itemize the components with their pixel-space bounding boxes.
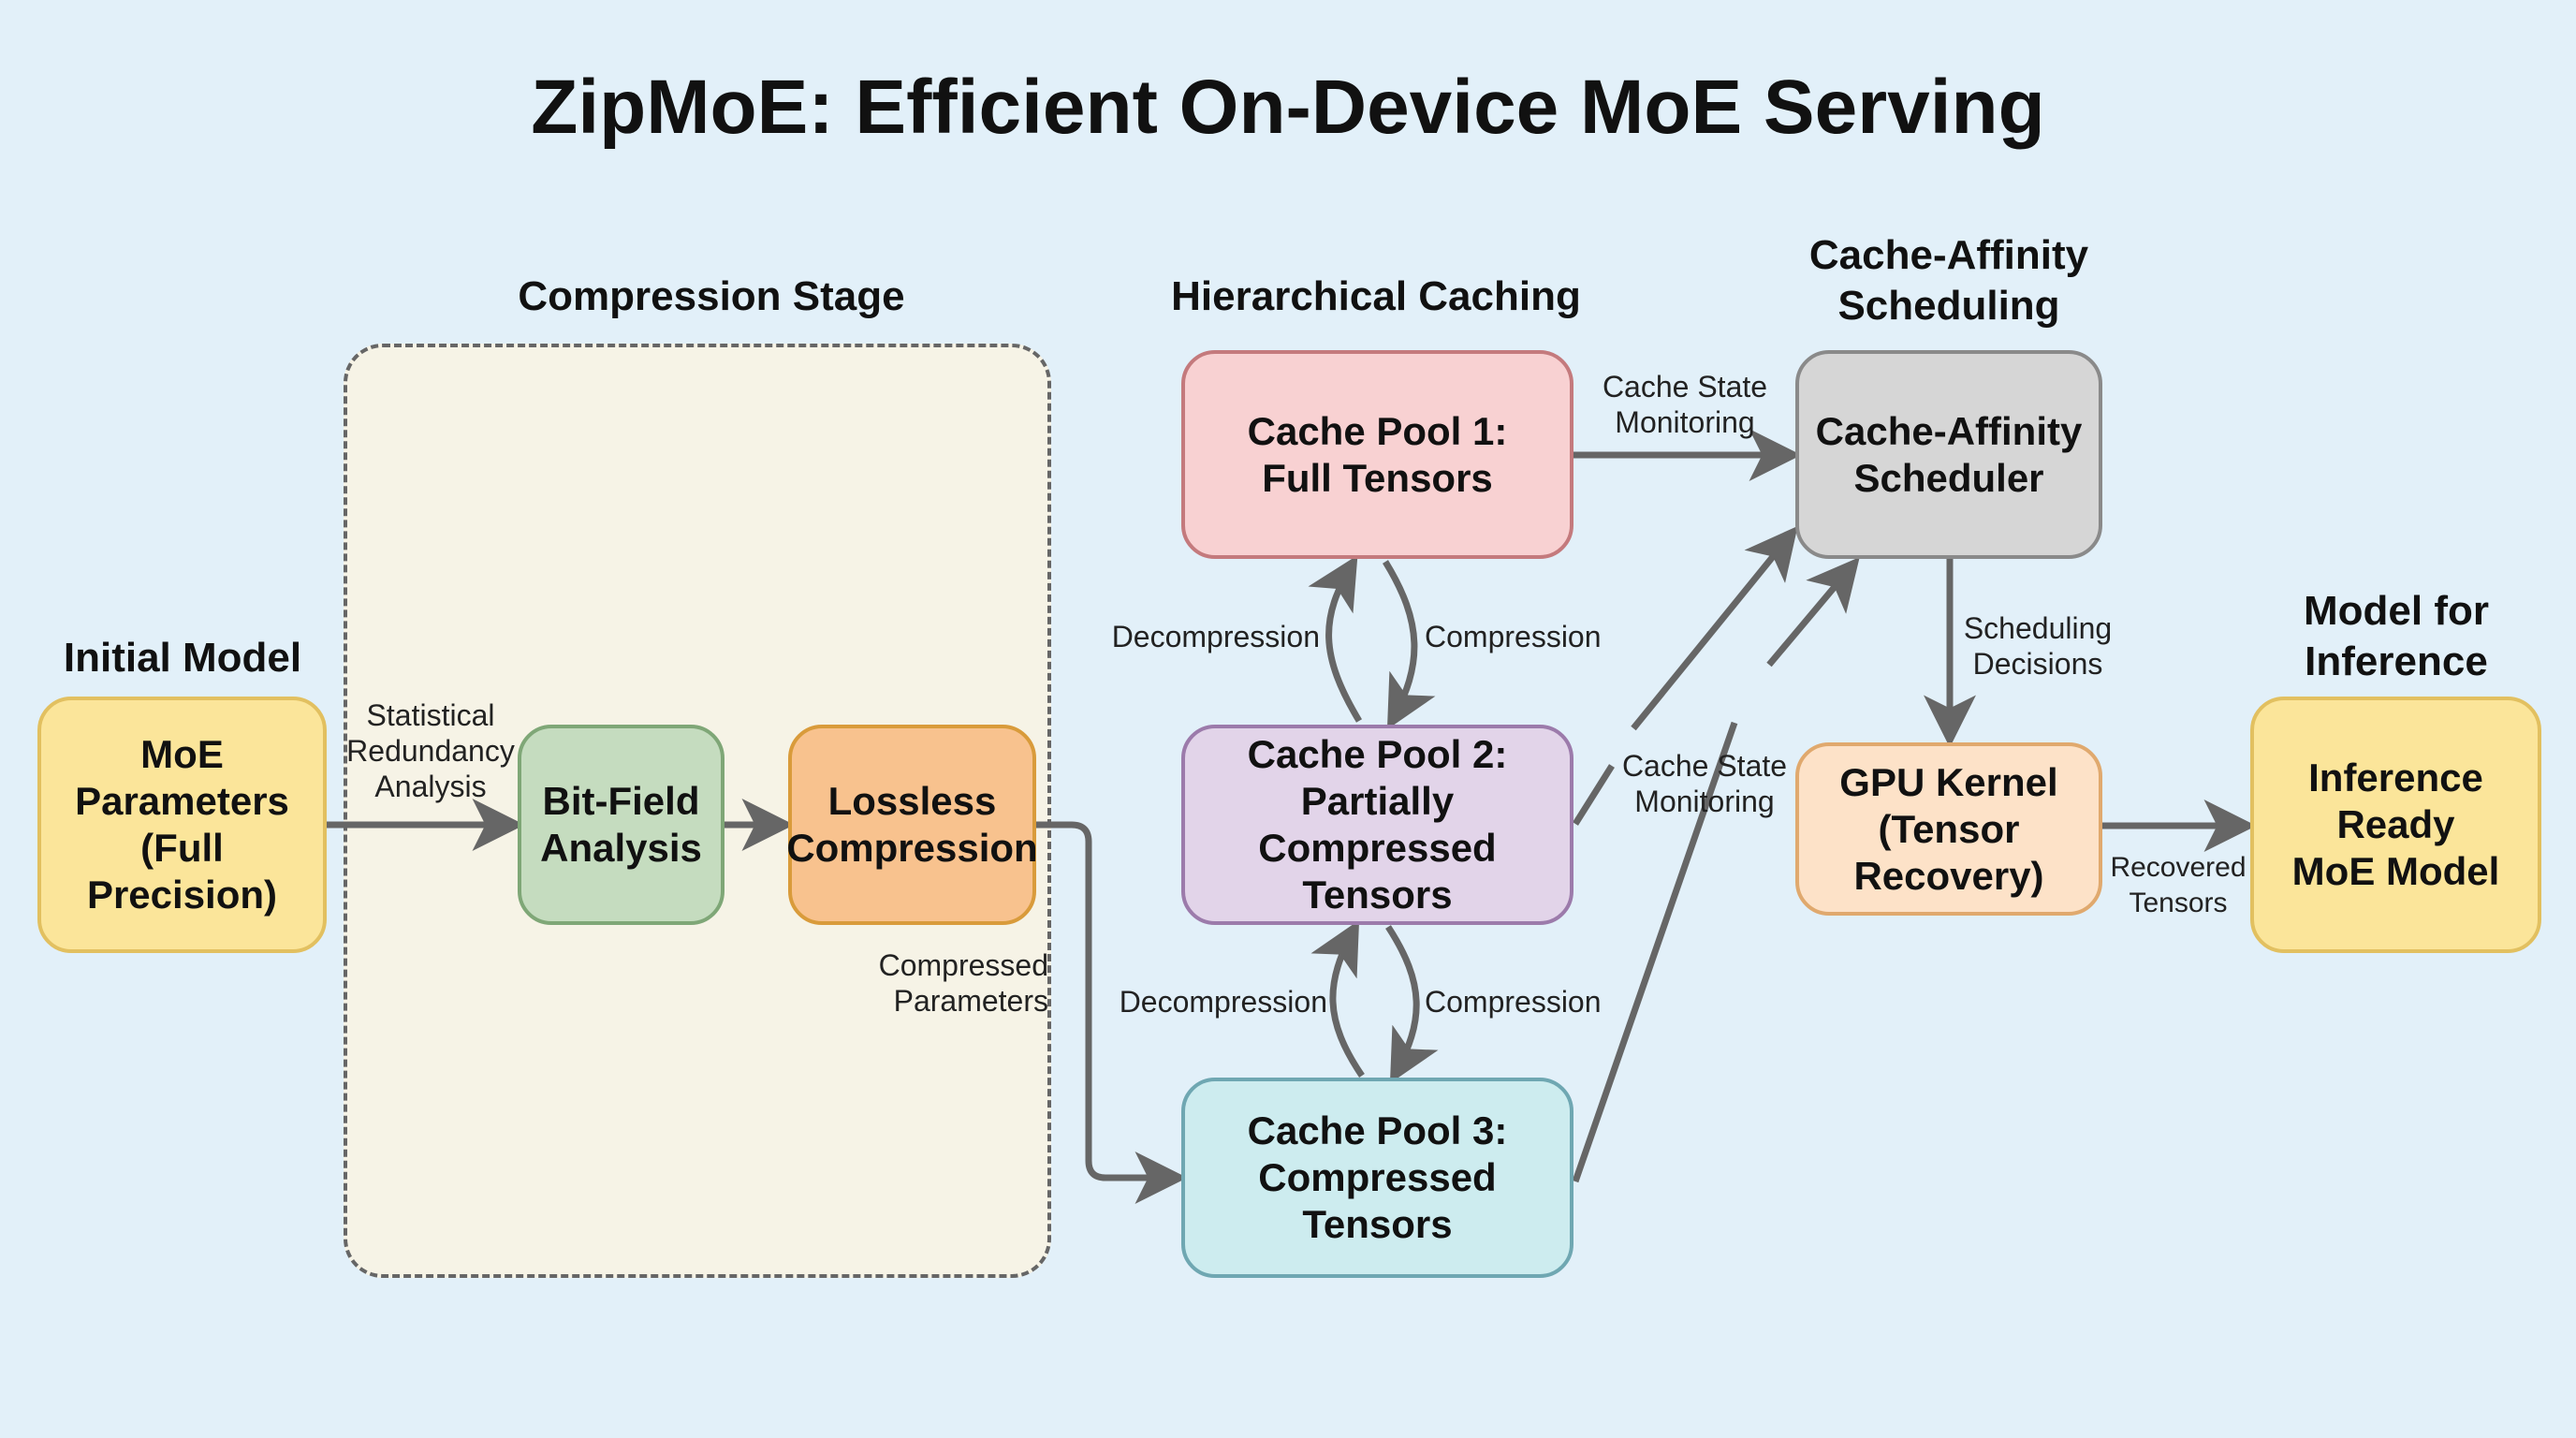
node-line: Cache Pool 3:	[1247, 1108, 1508, 1152]
label-line: Parameters	[893, 984, 1048, 1018]
label-line: Cache State	[1602, 370, 1768, 404]
section-model-for-inference: Model for Inference	[2209, 586, 2576, 687]
label-recovered-tensors: Recovered Tensors	[2103, 850, 2253, 921]
label-line: Analysis	[374, 770, 487, 803]
node-line: Bit-Field	[542, 779, 700, 823]
node-line: GPU Kernel	[1839, 759, 2058, 804]
node-line: Parameters	[75, 779, 289, 823]
diagram-title: ZipMoE: Efficient On-Device MoE Serving	[531, 65, 2045, 150]
label-line: Recovered	[2110, 852, 2247, 883]
section-scheduling-line2: Scheduling	[1837, 283, 2060, 329]
label-statistical-redundancy: Statistical Redundancy Analysis	[339, 697, 522, 804]
label-line: Redundancy	[346, 734, 515, 768]
node-line: Tensors	[1302, 873, 1453, 917]
node-line: Recovery)	[1853, 853, 2044, 898]
label-compressed-parameters: Compressed Parameters	[842, 947, 1048, 1019]
label-line: Statistical	[366, 698, 495, 732]
node-line: Scheduler	[1853, 455, 2044, 500]
node-cache-pool-3: Cache Pool 3:Compressed Tensors	[1181, 1078, 1573, 1278]
arrow-pool3-to-pool2-decompression	[1310, 919, 1365, 1078]
section-scheduling-line1: Cache-Affinity	[1808, 232, 2089, 278]
node-cache-pool-1: Cache Pool 1:Full Tensors	[1181, 350, 1573, 559]
label-scheduling-decisions: Scheduling Decisions	[1958, 610, 2117, 682]
node-line: MoE	[140, 732, 224, 776]
node-line: Cache-Affinity	[1815, 408, 2083, 453]
label-decompression-1: Decompression	[1111, 620, 1320, 653]
node-line: Compressed Tensors	[1258, 1155, 1497, 1246]
section-compression-stage: Compression Stage	[518, 273, 905, 319]
node-line: Inference	[2308, 756, 2483, 800]
node-line: Analysis	[540, 826, 702, 870]
arrow-pool2-to-pool1-decompression	[1308, 555, 1363, 723]
section-cache-affinity-scheduling: Cache-Affinity Scheduling	[1715, 230, 2183, 331]
label-line: Scheduling	[1963, 611, 2113, 645]
arrow-lossless-to-pool3	[1036, 821, 1188, 1204]
node-line: Ready	[2336, 802, 2455, 846]
label-line: Decisions	[1972, 647, 2103, 681]
arrow-pool2-to-pool3-compression	[1385, 925, 1439, 1084]
arrow-pool3-to-scheduler	[1572, 565, 1853, 1183]
section-inference-line2: Inference	[2305, 638, 2488, 684]
arrow-pool2-to-scheduler	[1573, 534, 1792, 826]
section-hierarchical-caching: Hierarchical Caching	[1171, 273, 1581, 319]
node-line: Full Tensors	[1262, 455, 1493, 500]
node-line: Compression	[786, 826, 1038, 870]
label-cache-state-monitoring-mid: Cache State Monitoring	[1602, 748, 1808, 819]
label-line: Tensors	[2129, 888, 2228, 918]
node-line: MoE Model	[2291, 849, 2500, 893]
label-compression-1: Compression	[1425, 620, 1602, 653]
label-line: Monitoring	[1634, 785, 1775, 818]
node-line: Lossless	[827, 779, 997, 823]
node-line: (Tensor	[1878, 806, 2020, 851]
section-inference-line1: Model for	[2304, 588, 2489, 634]
label-line: Monitoring	[1615, 405, 1755, 439]
node-line: Cache Pool 2:	[1247, 732, 1508, 776]
label-decompression-2: Decompression	[1119, 985, 1327, 1019]
label-line: Compressed	[878, 948, 1048, 982]
label-line: Cache State	[1621, 749, 1788, 783]
label-cache-state-monitoring-top: Cache State Monitoring	[1582, 369, 1788, 440]
node-line: Partially Compressed	[1258, 779, 1497, 870]
label-compression-2: Compression	[1425, 985, 1602, 1019]
section-initial-model: Initial Model	[63, 635, 302, 681]
arrow-pool1-to-pool2-compression	[1383, 560, 1436, 730]
node-line: Cache Pool 1:	[1247, 408, 1508, 453]
node-line: (Full Precision)	[86, 826, 278, 917]
